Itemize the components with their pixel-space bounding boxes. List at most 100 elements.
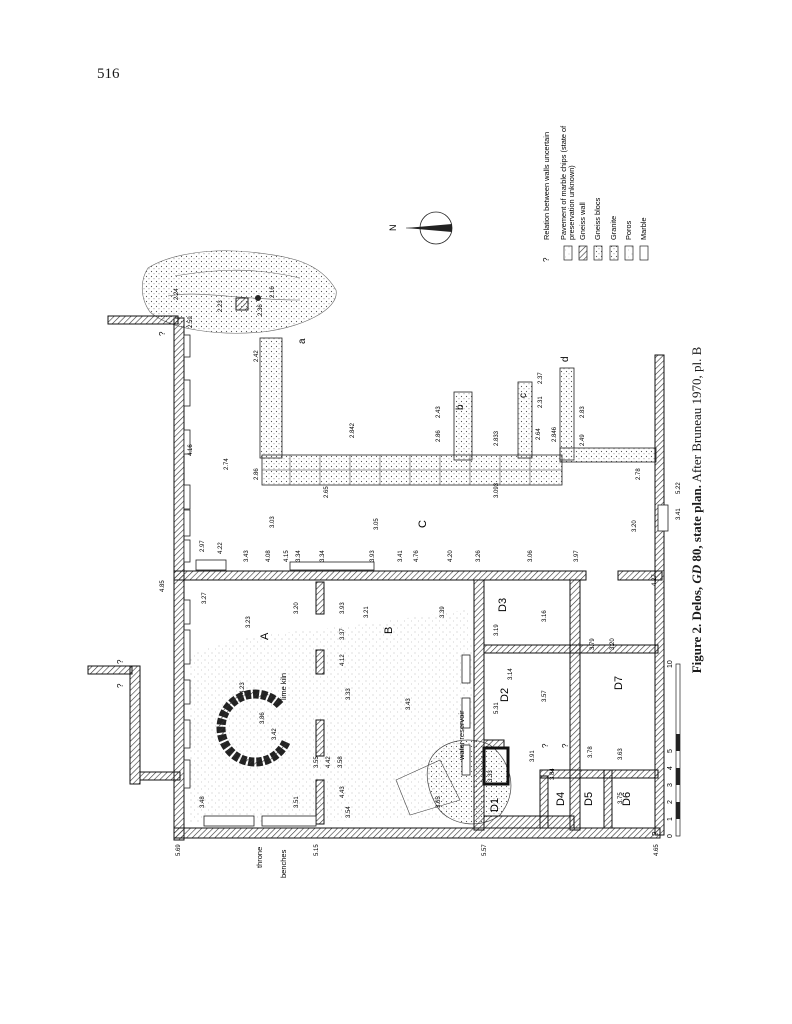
uncertain-mark: ?	[116, 659, 125, 664]
elevation: 4.27	[652, 574, 658, 586]
elevation: 2.16	[270, 286, 276, 298]
elevation: 3.79	[590, 638, 596, 650]
elevation: 2.74	[224, 458, 230, 470]
uncertain-mark: ?	[541, 743, 550, 748]
lime-kiln	[216, 689, 291, 767]
room-label-d2: D2	[499, 688, 511, 702]
marker-b: b	[455, 404, 466, 410]
legend-label-6: Marble	[639, 217, 648, 240]
room-label-d3: D3	[497, 598, 509, 612]
legend-label-0: Relation between walls uncertain	[542, 132, 551, 240]
marble-chip-pavement	[190, 610, 474, 822]
room-label-d1: D1	[489, 798, 501, 812]
elevation: 4.15	[284, 550, 290, 562]
throne-label: throne	[255, 847, 264, 868]
elevation: 4.16	[188, 444, 194, 456]
elevation: 3.91	[530, 750, 536, 762]
elevation: 3.84	[550, 768, 556, 780]
elevation: 2.86	[254, 468, 260, 480]
elevation: 3.05	[374, 518, 380, 530]
marker-a: a	[297, 338, 308, 344]
legend-swatch-pavement	[563, 245, 573, 261]
scale-tick-3: 3	[667, 783, 674, 787]
elevation: 4.08	[266, 550, 272, 562]
walls	[87, 315, 665, 841]
room-label-b: B	[383, 627, 395, 634]
elevation: 2.59	[188, 316, 194, 328]
bench-blocks	[183, 334, 669, 827]
legend-label-2: Gneiss wall	[578, 202, 587, 240]
room-label-d6: D6	[621, 792, 633, 806]
legend-swatch-gneiss-wall	[578, 245, 588, 261]
scale-tick-1: 1	[667, 817, 674, 821]
scale-tick-2: 2	[667, 800, 674, 804]
caption-source: After Bruneau 1970, pl. B	[689, 346, 704, 486]
elevation: 2.36	[258, 304, 264, 316]
elevation: 2.83	[580, 406, 586, 418]
water-reservoir-label: water reservoir	[457, 710, 466, 761]
elevation: 4.22	[218, 542, 224, 554]
legend: ? Relation between walls uncertain Pavem…	[542, 125, 649, 262]
elevation: 3.41	[398, 550, 404, 562]
elevation: 5.31	[494, 702, 500, 714]
elevation: 4.20	[448, 550, 454, 562]
elevation: 3.43	[244, 550, 250, 562]
elevation: 2.833	[494, 430, 500, 446]
elevation: 3.14	[508, 668, 514, 680]
elevation: 2.31	[538, 396, 544, 408]
marker-c: c	[518, 393, 529, 398]
elevation: 3.93	[370, 550, 376, 562]
north-arrow	[406, 211, 453, 245]
elevation: 3.75	[618, 792, 624, 804]
elevation: 3.23	[246, 616, 252, 628]
scale-tick-4: 4	[667, 766, 674, 770]
elevation: 4.42	[326, 756, 332, 768]
room-label-d5: D5	[583, 792, 595, 806]
elevation: 3.65	[436, 796, 442, 808]
elevation: 2.78	[636, 468, 642, 480]
elevation: 4.65	[654, 844, 660, 856]
legend-label-1: Pavement of marble chips (state of	[559, 125, 568, 240]
elevation: 3.26	[476, 550, 482, 562]
elevation: 3.21	[364, 606, 370, 618]
elevation: 3.41	[676, 508, 682, 520]
elevation: 4.85	[160, 580, 166, 592]
elevation: 2.65	[324, 486, 330, 498]
elevation: 2.43	[436, 406, 442, 418]
caption-num: 80, state plan.	[689, 485, 704, 565]
elevation: 2.24	[174, 288, 180, 300]
elevation: 2.23	[218, 300, 224, 312]
room-label-a: A	[259, 632, 271, 640]
elevation: 2.64	[536, 428, 542, 440]
scale-tick-10: 10	[667, 660, 674, 668]
elevation: 3.34	[320, 550, 326, 562]
elevation: 3.43	[406, 698, 412, 710]
elevation: 3.97	[574, 550, 580, 562]
elevation: 3.55	[314, 756, 320, 768]
elevation: 3.42	[272, 728, 278, 740]
elevation: 5.57	[482, 844, 488, 856]
legend-label-1b: preservation unknown)	[567, 165, 576, 240]
elevation: 2.842	[350, 422, 356, 438]
elevation: 3.48	[200, 796, 206, 808]
elevation: 2.86	[436, 430, 442, 442]
rock-block	[235, 297, 249, 311]
elevation: 5.15	[314, 844, 320, 856]
legend-swatch-poros	[624, 245, 634, 261]
elevation: 4.76	[414, 550, 420, 562]
elevation: 3.34	[296, 550, 302, 562]
elevation: 2.42	[254, 350, 260, 362]
elevation: 3.63	[618, 748, 624, 760]
rock-outcrop	[141, 250, 337, 334]
uncertain-mark: ?	[116, 683, 125, 688]
uncertain-mark: ?	[651, 831, 660, 836]
elevation: 4.23	[240, 682, 246, 694]
north-label: N	[388, 225, 398, 232]
elevation: 3.093	[494, 482, 500, 498]
elevation: 2.49	[580, 434, 586, 446]
elevation: 3.06	[528, 550, 534, 562]
elevation: 3.16	[542, 610, 548, 622]
elevation: 3.19	[494, 624, 500, 636]
legend-label-5: Poros	[624, 220, 633, 240]
